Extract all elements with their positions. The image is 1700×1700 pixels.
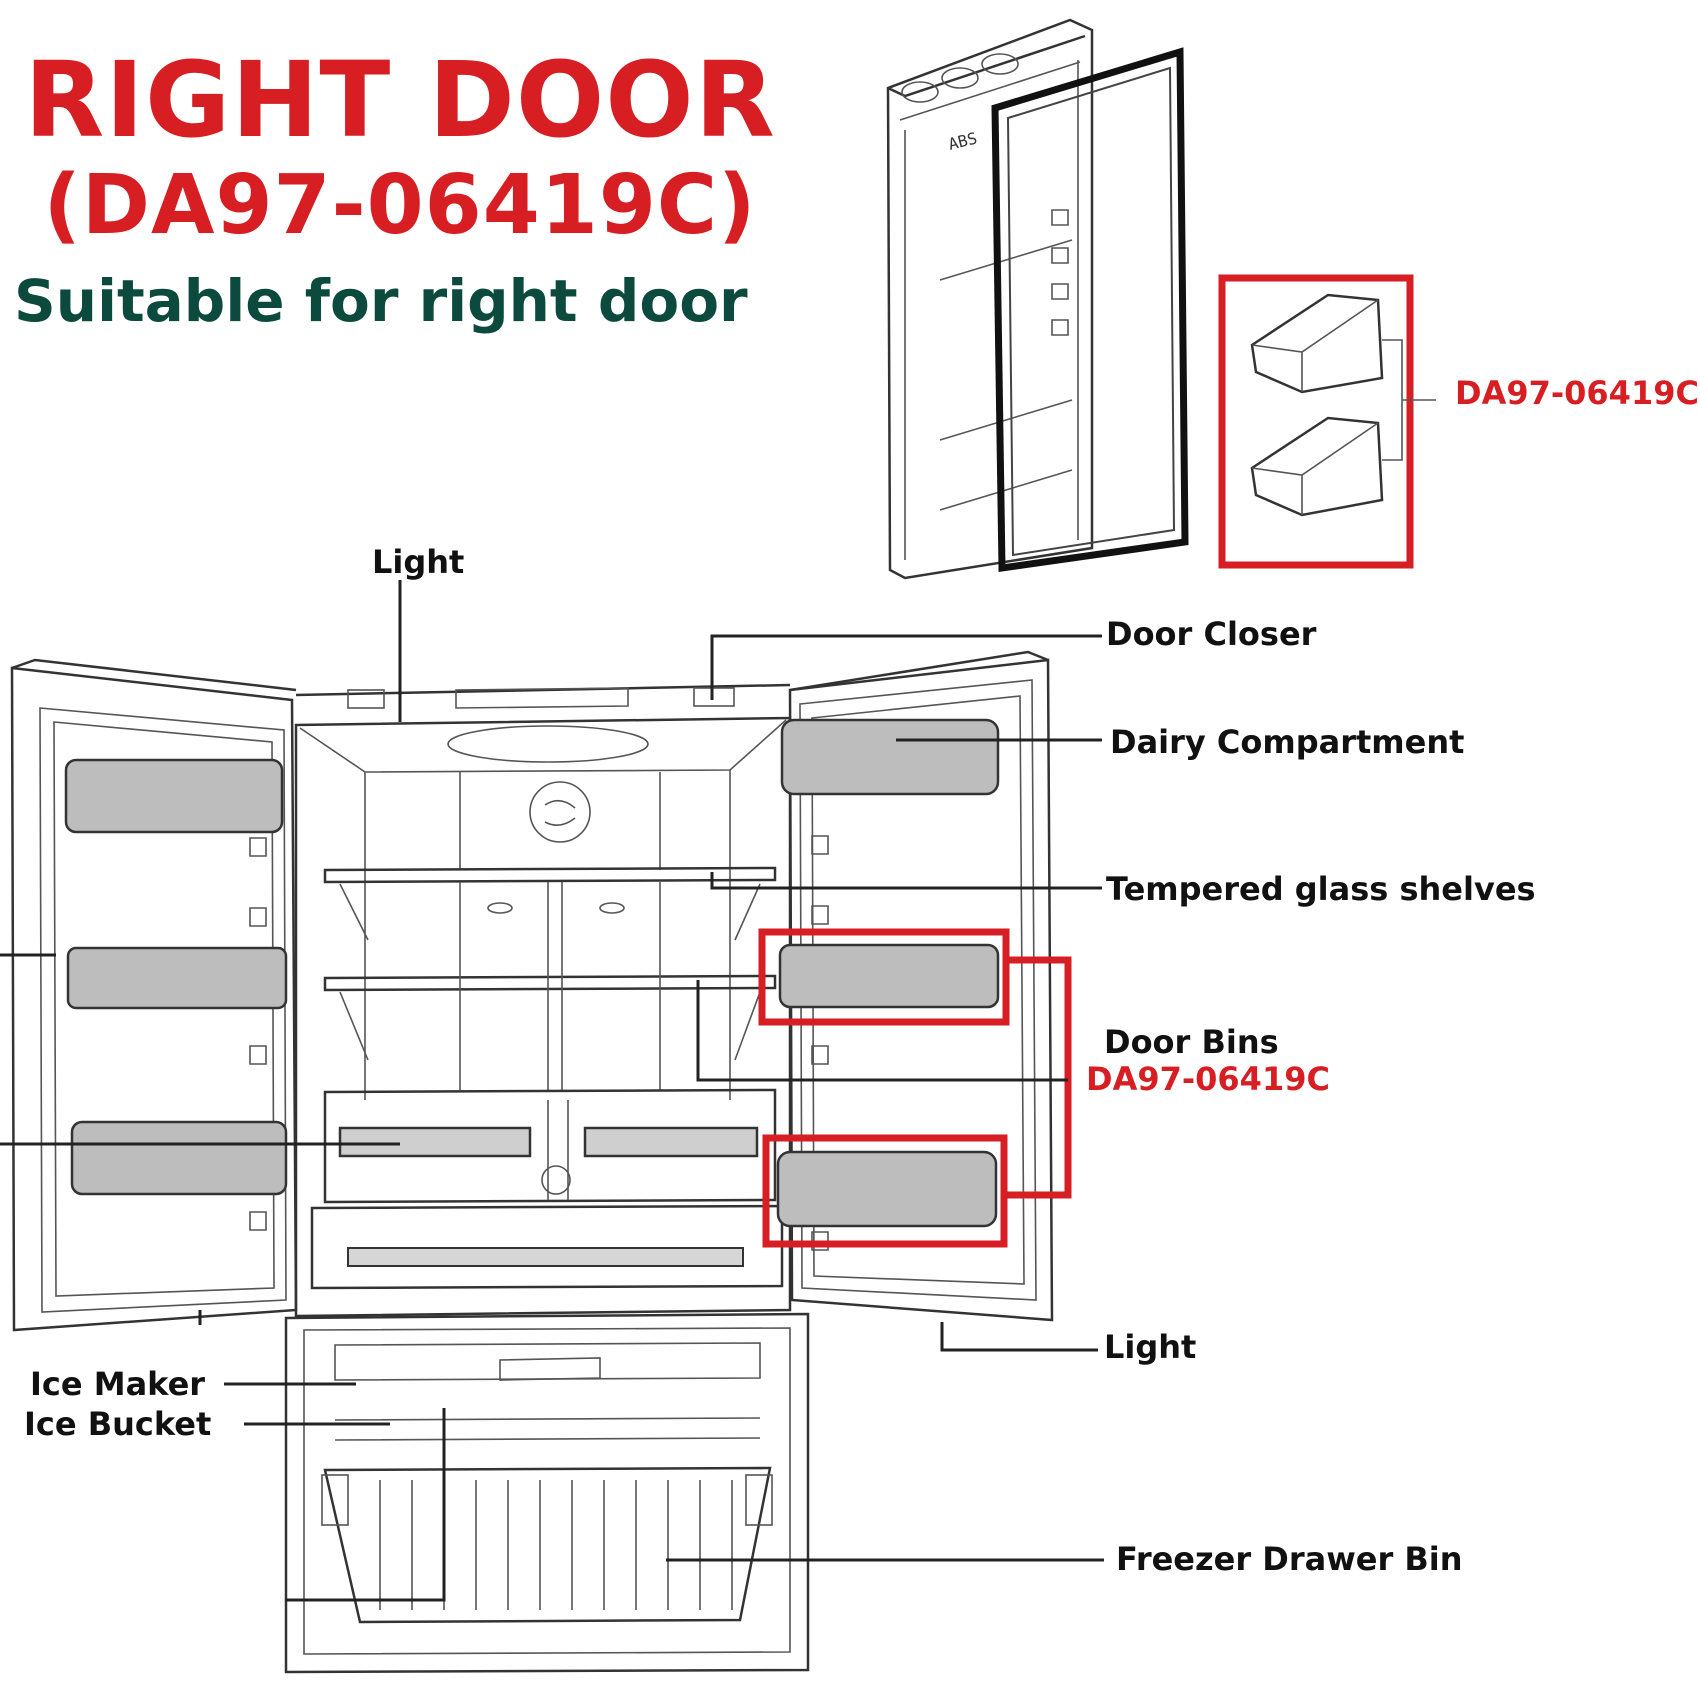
label-dairy-compartment: Dairy Compartment <box>1110 723 1464 761</box>
label-door-bins: Door Bins <box>1104 1023 1279 1061</box>
label-tempered-glass-shelves: Tempered glass shelves <box>1106 870 1536 908</box>
label-door-bins-part-number: DA97-06419C <box>1086 1060 1330 1098</box>
inset-door-drawing: ABS <box>886 18 1189 580</box>
lower-bin-highlight <box>762 1134 1008 1248</box>
inset-part-number: DA97-06419C <box>1455 374 1699 412</box>
door-bin-lower <box>776 1150 998 1228</box>
title-line1: RIGHT DOOR <box>24 39 776 161</box>
inset-bins: DA97-06419C <box>1218 274 1699 569</box>
right-door <box>776 650 1054 1322</box>
subtitle: Suitable for right door <box>14 267 748 335</box>
label-light-top: Light <box>372 543 464 581</box>
door-bin-highlights <box>758 928 1072 1248</box>
fridge-body <box>284 683 810 1674</box>
upper-bin-highlight <box>758 928 1010 1026</box>
dairy-compartment-bin <box>780 718 1000 796</box>
bins-bracket <box>1004 956 1072 1199</box>
left-door <box>10 658 298 1332</box>
label-freezer-drawer-bin: Freezer Drawer Bin <box>1116 1540 1463 1578</box>
callout-labels: Light Door Closer Dairy Compartment Temp… <box>24 543 1536 1578</box>
door-bin-upper <box>778 943 1000 1009</box>
door-stamp: ABS <box>946 128 979 153</box>
label-ice-bucket: Ice Bucket <box>24 1405 211 1443</box>
label-ice-maker: Ice Maker <box>30 1365 205 1403</box>
title-part-number: (DA97-06419C) <box>43 158 757 253</box>
label-light-bottom: Light <box>1104 1328 1196 1366</box>
leader-lines <box>0 580 1104 1602</box>
label-door-closer: Door Closer <box>1106 615 1317 653</box>
inset-highlight-box <box>1218 274 1414 569</box>
